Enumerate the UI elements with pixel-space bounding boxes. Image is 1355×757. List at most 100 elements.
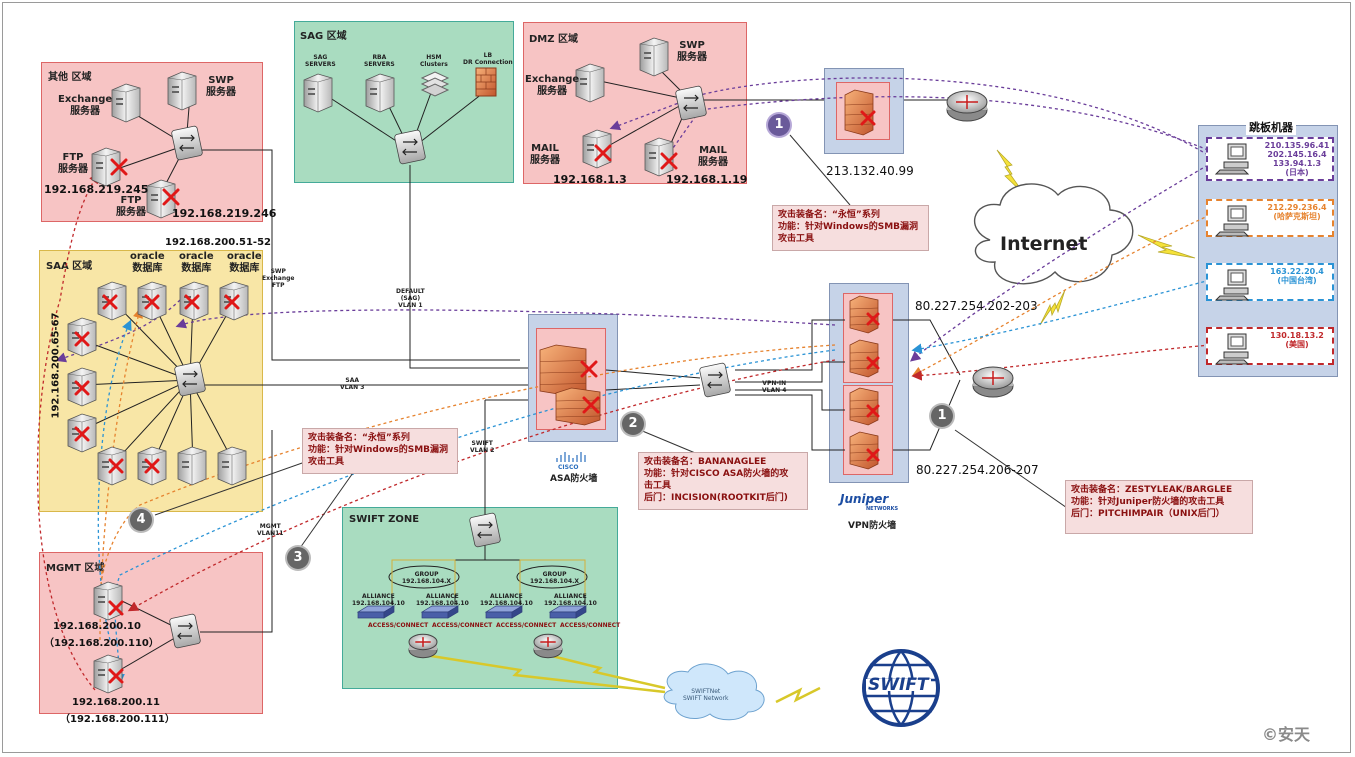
server-sag-1 [303, 73, 333, 113]
zone-swift-title: SWIFT ZONE [349, 514, 420, 525]
juniper-logo-text: Juniper [840, 492, 889, 506]
firewall-dmz [844, 89, 874, 136]
zone-other-title: 其他 区域 [48, 72, 92, 83]
server-sag-rba [365, 73, 395, 113]
link-label-default-vlan1: DEFAULT (SAG) VLAN 1 [396, 288, 425, 309]
pc-icon [1214, 333, 1250, 365]
compromised-mark-vpn-2 [866, 356, 880, 370]
juniper-logo-bg [836, 492, 908, 512]
link-label-saa-vlan3: SAA VLAN 3 [340, 377, 365, 391]
swift-access-label-3: ACCESS/CONNECT [496, 622, 557, 629]
compromised-mark-mgmt-1 [108, 600, 124, 616]
dmz-ip-1: 192.168.1.3 [553, 173, 627, 186]
dmz-ip-2: 192.168.1.19 [666, 173, 748, 186]
swift-alliance-label-1: ALLIANCE 192.168.104.10 [352, 593, 405, 607]
swift-group-brackets [391, 559, 586, 595]
network-links [81, 64, 961, 671]
jump-host-1: 210.135.96.41 202.145.16.4 133.94.1.3 (日… [1206, 137, 1334, 181]
callout-zestyleak-line-2: 功能：针对Juniper防火墙的攻击工具 [1071, 497, 1225, 507]
compromised-mark-saa-6 [184, 294, 200, 310]
swift-group-label-1: GROUP 192.168.104.X [402, 571, 452, 585]
zone-mgmt-title: MGMT 区域 [46, 563, 105, 574]
saa-oracle-label-2: oracle 数据库 [179, 251, 214, 274]
compromised-mark-asa-1 [580, 360, 598, 378]
cisco-logo-text: CISCO [558, 464, 579, 471]
sag-label-hsm: HSM Clusters [420, 54, 448, 68]
jump-host-4: 130.18.13.2 (美国) [1206, 327, 1334, 365]
firewall-asa-1 [539, 344, 587, 397]
swiftnet-cloud [663, 663, 765, 721]
saa-oracle-label-3: oracle 数据库 [227, 251, 262, 274]
other-ip-2: 192.168.219.246 [172, 207, 277, 220]
vpn-public-ip-bottom: 80.227.254.206-207 [916, 463, 1039, 477]
compromised-mark-dmz-fw [860, 110, 876, 126]
callout-zestyleak: 攻击装备名：ZESTYLEAK/BARGLEE 功能：针对Juniper防火墙的… [1065, 480, 1253, 534]
dmz-exchange-label: Exchange 服务器 [525, 74, 580, 97]
link-label-swp-exchange-ftp: SWP Exchange FTP [262, 268, 295, 289]
switch-sag [394, 129, 426, 165]
other-ftp2-label: FTP 服务器 [116, 195, 146, 218]
jump-host-1-label: 210.135.96.41 202.145.16.4 133.94.1.3 (日… [1264, 141, 1330, 177]
vpn-public-ip-top: 80.227.254.202-203 [915, 299, 1038, 313]
zone-dmz [523, 22, 747, 184]
step-badge-1-dmz: 1 [768, 114, 790, 136]
swiftnet-cloud-label: SWIFTNet SWIFT Network [683, 688, 729, 702]
jump-host-3-label: 163.22.20.4 (中国台湾) [1270, 267, 1324, 285]
dmz-mail2-label: MAIL 服务器 [698, 145, 728, 168]
callout-bananaglee-line-1: 攻击装备名：BANANAGLEE [644, 457, 767, 467]
jump-host-2: 212.29.236.4 (哈萨克斯坦) [1206, 199, 1334, 237]
compromised-mark-ftp-2 [162, 188, 180, 206]
sag-label-lb: LB DR Connection [463, 52, 513, 66]
swift-group-ellipses [388, 565, 588, 589]
pc-icon [1214, 143, 1250, 175]
compromised-mark-saa-1 [74, 331, 90, 347]
router-swift-1 [408, 633, 438, 659]
mgmt-ip-2b: （192.168.200.111） [60, 714, 175, 725]
step-badge-3: 3 [287, 547, 309, 569]
zone-swift [342, 507, 618, 689]
zone-dmz-title: DMZ 区域 [529, 34, 578, 45]
compromised-mark-saa-4 [102, 294, 118, 310]
swift-alliance-label-2: ALLIANCE 192.168.104.10 [416, 593, 469, 607]
router-vpn [972, 366, 1014, 398]
callout-zestyleak-line-1: 攻击装备名：ZESTYLEAK/BARGLEE [1071, 485, 1233, 495]
swift-alliance-server-3 [484, 605, 524, 619]
server-saa-8 [97, 446, 127, 486]
pc-icon [1214, 205, 1250, 237]
switch-other [171, 125, 203, 161]
callout-bananaglee: 攻击装备名：BANANAGLEE 功能：针对CISCO ASA防火墙的攻 击工具… [638, 452, 808, 510]
server-other-swp [167, 71, 197, 111]
sag-label-rba: RBA SERVERS [364, 54, 395, 68]
callout-bananaglee-line-3: 击工具 [644, 481, 672, 491]
internet-cloud [973, 183, 1134, 285]
swift-group-label-2: GROUP 192.168.104.X [530, 571, 580, 585]
compromised-mark-mail-1 [594, 144, 612, 162]
compromised-mark-vpn-3 [866, 404, 880, 418]
swift-alliance-label-4: ALLIANCE 192.168.104.10 [544, 593, 597, 607]
compromised-marks-layer [74, 110, 880, 684]
saa-range-ip: 192.168.200.51-52 [165, 237, 272, 248]
callout-bananaglee-line-4: 后门：INCISION(ROOTKIT后门) [644, 493, 788, 503]
firewall-vpn-4 [849, 431, 879, 470]
compromised-mark-saa-3 [74, 426, 90, 442]
switch-mgmt [169, 613, 201, 649]
server-mgmt-1 [93, 581, 123, 621]
swift-alliance-label-3: ALLIANCE 192.168.104.10 [480, 593, 533, 607]
sag-label-servers: SAG SERVERS [305, 54, 336, 68]
firewalls-layer [539, 89, 879, 470]
jump-host-4-label: 130.18.13.2 (美国) [1270, 331, 1324, 349]
alliance-servers-layer [356, 605, 588, 619]
link-label-vpn-vlan4: VPN-IN VLAN 4 [762, 380, 787, 394]
server-saa-11 [217, 446, 247, 486]
callout-leaders [154, 134, 1071, 549]
callout-eternal-dmz-line-1: 攻击装备名：“永恒”系列 [778, 210, 880, 220]
mgmt-ip-1: 192.168.200.10 [53, 621, 141, 632]
compromised-mark-saa-5 [144, 294, 160, 310]
step-badge-2: 2 [622, 413, 644, 435]
callout-eternal-dmz-line-2: 功能：针对Windows的SMB漏洞 [778, 222, 919, 232]
dmz-mail1-label: MAIL 服务器 [530, 143, 560, 166]
compromised-mark-saa-8 [108, 458, 124, 474]
saa-vertical-ip: 192.168.200.65-67 [50, 312, 62, 419]
callout-zestyleak-line-3: 后门：PITCHIMPAIR（UNIX后门） [1071, 509, 1225, 519]
swift-access-label-2: ACCESS/CONNECT [432, 622, 493, 629]
